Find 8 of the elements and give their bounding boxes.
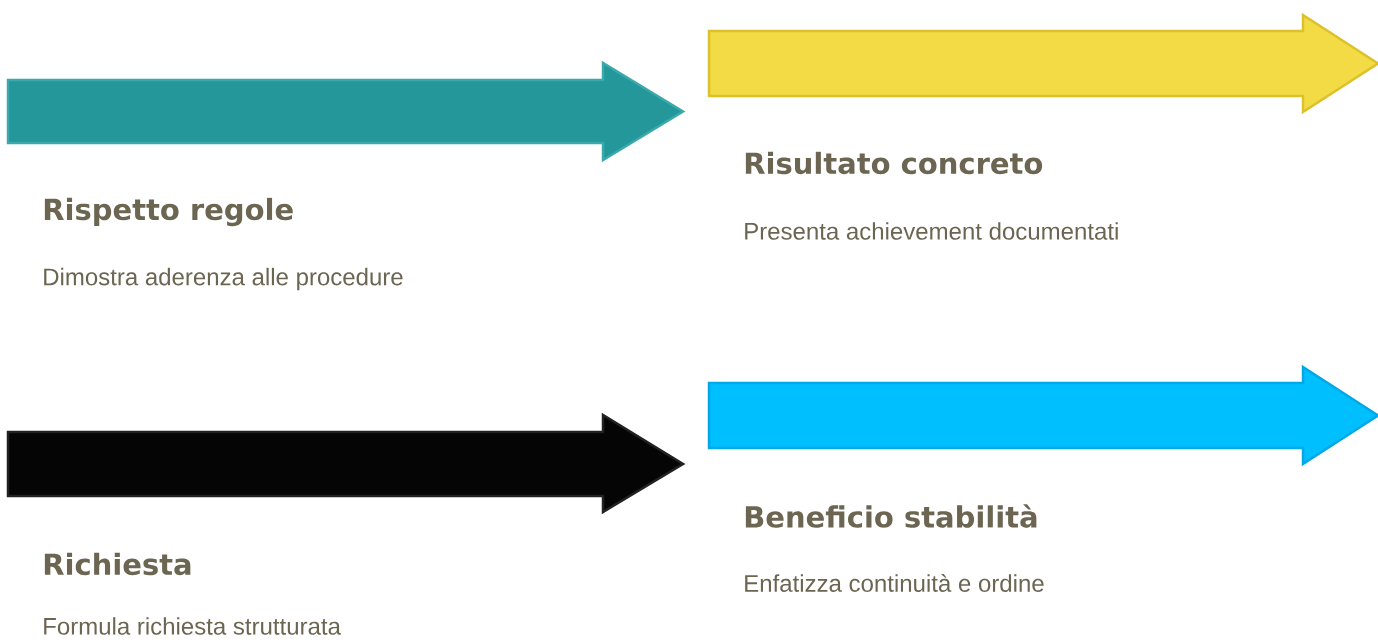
description-text: Presenta achievement documentati (745, 222, 1118, 240)
heading-text: Rispetto regole (44, 197, 293, 227)
heading-text: Beneficio stabilità (745, 504, 1037, 528)
description-text: Formula richiesta strutturata (44, 617, 341, 635)
description-text: Dimostra aderenza alle procedure (44, 267, 403, 291)
heading-text: Richiesta (44, 552, 191, 576)
heading-text: Risultato concreto (745, 151, 1043, 175)
description-text: Enfatizza continuità e ordine (745, 574, 1044, 592)
